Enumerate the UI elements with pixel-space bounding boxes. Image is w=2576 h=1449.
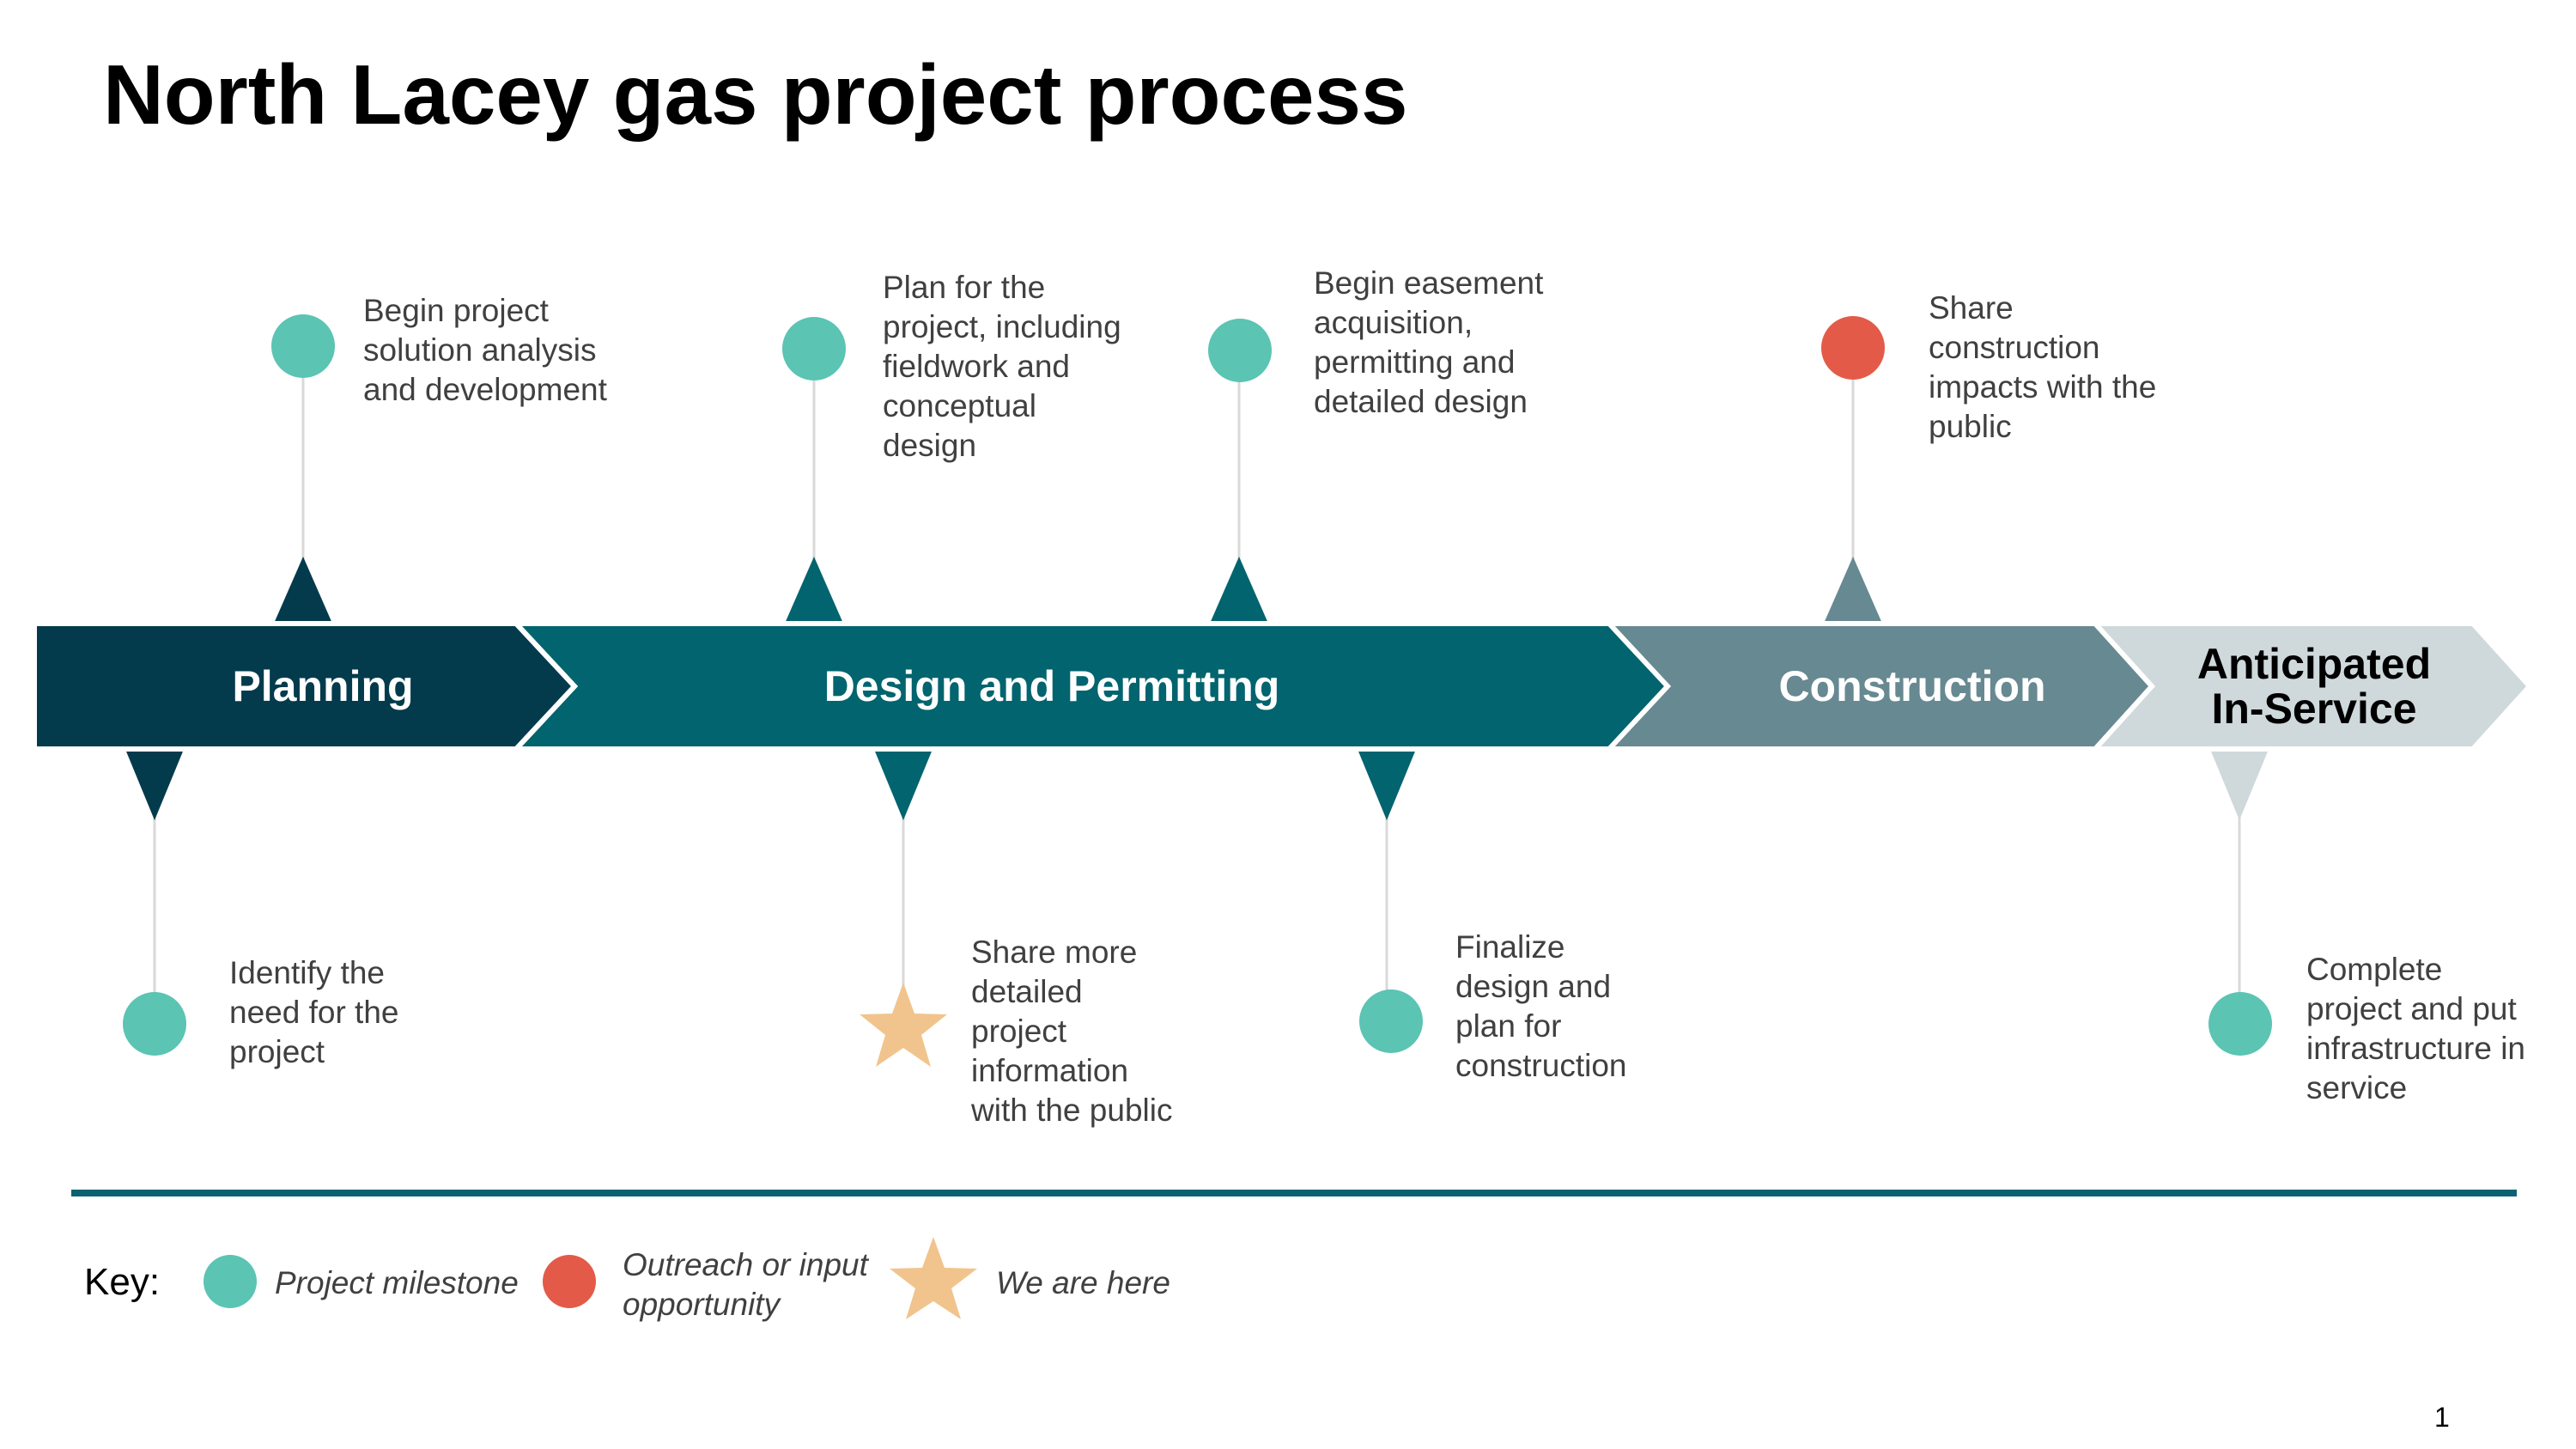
pointer-triangle xyxy=(125,747,185,820)
milestone-circle-icon xyxy=(123,992,186,1056)
pointer-triangle xyxy=(1209,557,1269,625)
text-line: plan for xyxy=(1455,1008,1562,1044)
milestone-circle-icon xyxy=(271,314,335,378)
page-number: 1 xyxy=(2434,1402,2450,1433)
pointer-triangle xyxy=(2209,747,2269,820)
key-outreach-icon xyxy=(543,1255,596,1308)
pointer-triangle xyxy=(1357,747,1417,820)
text-line: conceptual xyxy=(883,388,1036,423)
milestone-text-bottom-1: Identify the need for the project xyxy=(229,953,398,1072)
key-star-icon xyxy=(890,1237,977,1319)
text-line: Share more xyxy=(971,935,1138,970)
milestone-circle-icon xyxy=(1208,319,1272,382)
key-text-milestone: Project milestone xyxy=(275,1265,519,1300)
milestone-text-bottom-2: Share more detailed project information … xyxy=(971,933,1172,1130)
milestone-text-top-2: Plan for the project, including fieldwor… xyxy=(883,268,1121,466)
milestone-text-top-3: Begin easement acquisition, permitting a… xyxy=(1314,264,1543,422)
key-text-outreach: Outreach or input opportunity xyxy=(623,1245,868,1324)
star-icon xyxy=(860,983,947,1067)
text-line: fieldwork and xyxy=(883,349,1071,384)
text-line: permitting and xyxy=(1314,344,1516,380)
text-line: Begin project xyxy=(363,293,549,328)
stage-label-in-service-line2: In-Service xyxy=(2211,685,2416,733)
text-line: project and put xyxy=(2306,991,2517,1026)
text-line: Complete xyxy=(2306,952,2443,987)
stage-label-construction: Construction xyxy=(1778,662,2045,710)
text-line: Identify the xyxy=(229,955,386,990)
milestone-text-bottom-4: Complete project and put infrastructure … xyxy=(2306,950,2525,1108)
text-line: service xyxy=(2306,1070,2408,1105)
text-line: project, including xyxy=(883,309,1121,344)
text-line: project xyxy=(229,1034,325,1069)
text-line: opportunity xyxy=(623,1287,781,1322)
pointer-triangle xyxy=(873,747,933,820)
text-line: need for the xyxy=(229,995,399,1030)
pointer-triangle xyxy=(273,557,333,625)
stage-label-in-service-line1: Anticipated xyxy=(2197,640,2431,688)
outreach-circle-icon xyxy=(1821,316,1885,380)
connector-lines xyxy=(153,374,2241,996)
text-line: design xyxy=(883,428,977,463)
text-line: construction xyxy=(1929,330,2100,365)
key-milestone-icon xyxy=(204,1255,257,1308)
text-line: Plan for the xyxy=(883,270,1046,305)
text-line: and development xyxy=(363,372,607,407)
text-line: impacts with the xyxy=(1929,369,2157,405)
milestone-text-top-4: Share construction impacts with the publ… xyxy=(1929,289,2156,447)
page-title: North Lacey gas project process xyxy=(103,47,1408,142)
milestone-circle-icon xyxy=(782,317,846,381)
text-line: with the public xyxy=(971,1093,1173,1128)
text-line: public xyxy=(1929,409,2012,444)
key-label: Key: xyxy=(84,1261,161,1303)
text-line: information xyxy=(971,1053,1129,1088)
divider-rule xyxy=(71,1190,2517,1196)
pointer-triangle xyxy=(1823,557,1883,625)
text-line: Begin easement xyxy=(1314,265,1544,301)
stage-label-design: Design and Permitting xyxy=(824,662,1280,710)
milestone-circle-icon xyxy=(2208,992,2272,1056)
milestone-circle-icon xyxy=(1359,989,1423,1053)
pointer-triangle xyxy=(784,557,844,625)
text-line: project xyxy=(971,1014,1067,1049)
text-line: detailed xyxy=(971,974,1083,1009)
text-line: solution analysis xyxy=(363,332,597,368)
text-line: detailed design xyxy=(1314,384,1528,419)
stage-label-planning: Planning xyxy=(232,662,413,710)
text-line: acquisition, xyxy=(1314,305,1473,340)
text-line: design and xyxy=(1455,969,1612,1004)
milestone-text-bottom-3: Finalize design and plan for constructio… xyxy=(1455,928,1627,1086)
text-line: construction xyxy=(1455,1048,1627,1083)
milestone-text-top-1: Begin project solution analysis and deve… xyxy=(363,291,607,410)
text-line: Share xyxy=(1929,290,2014,326)
text-line: Outreach or input xyxy=(623,1247,868,1282)
stage-chevron-planning xyxy=(32,621,579,752)
text-line: Finalize xyxy=(1455,929,1565,965)
key-text-we-are-here: We are here xyxy=(996,1265,1170,1300)
text-line: infrastructure in xyxy=(2306,1031,2525,1066)
